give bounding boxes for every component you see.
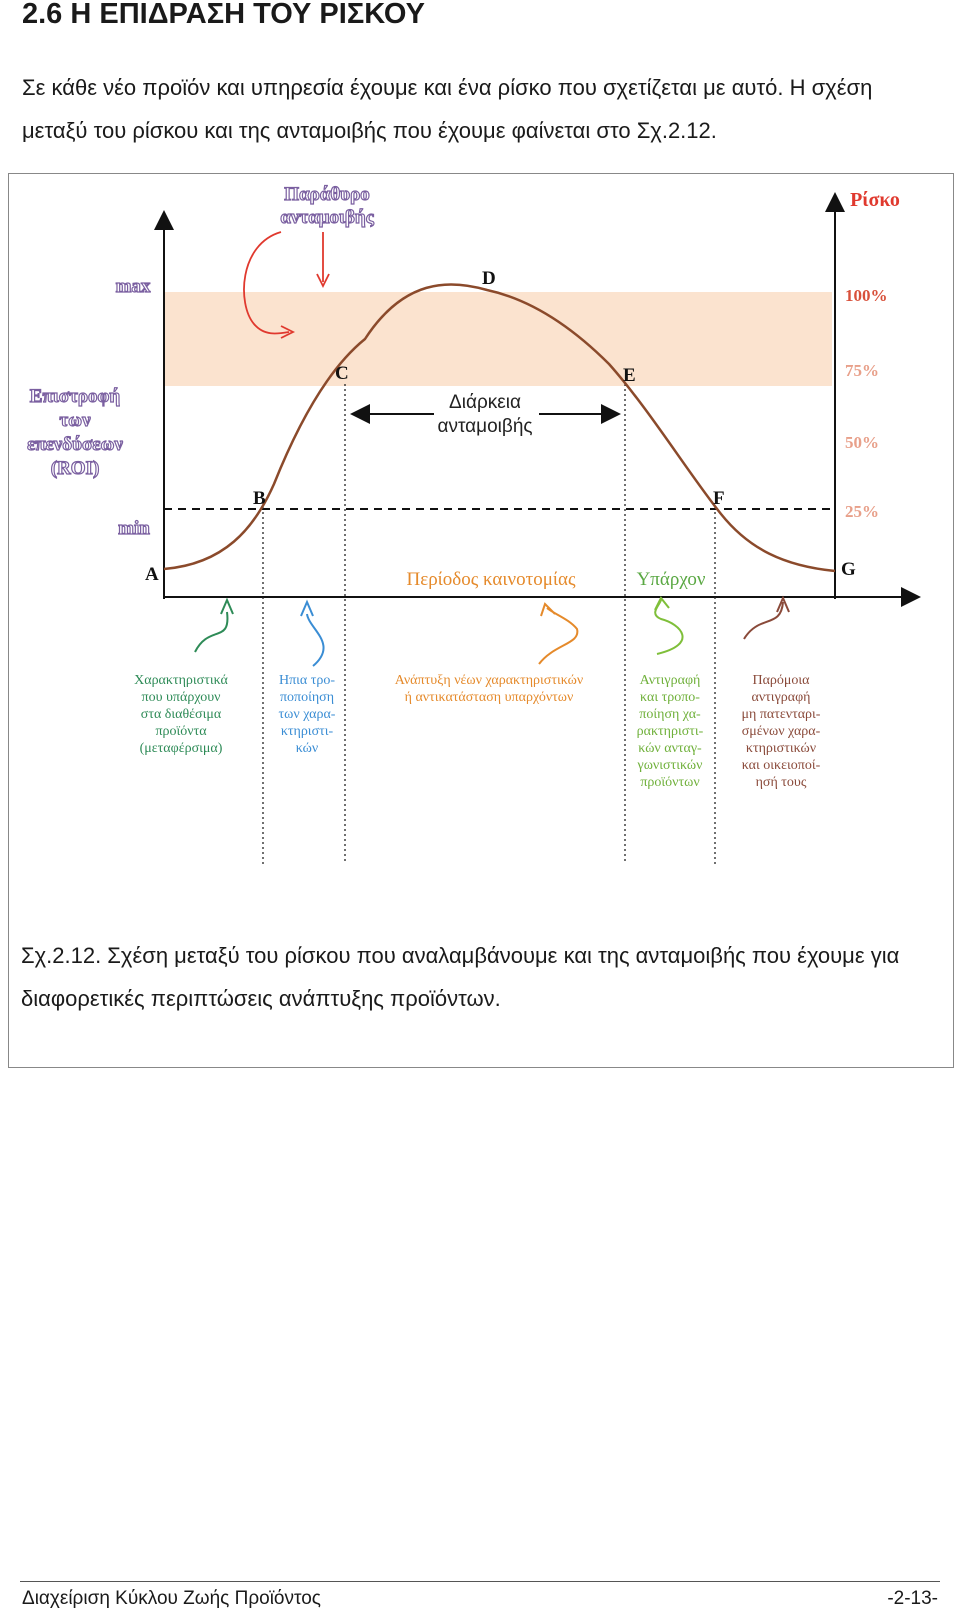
svg-text:ησή τους: ησή τους xyxy=(756,775,807,790)
reward-curve xyxy=(163,283,836,573)
svg-text:στα διαθέσιμα: στα διαθέσιμα xyxy=(141,707,222,722)
svg-text:των: των xyxy=(59,410,91,431)
svg-text:Ανάπτυξη νέων χαρακτηριστικών: Ανάπτυξη νέων χαρακτηριστικών xyxy=(395,673,583,688)
svg-text:γωνιστικών: γωνιστικών xyxy=(637,758,703,773)
point-a: A xyxy=(145,564,159,585)
point-d: D xyxy=(482,268,496,289)
percent-25: 25% xyxy=(845,502,879,521)
svg-text:Παρόμοια: Παρόμοια xyxy=(752,673,810,688)
section-heading: 2.6 Η ΕΠΙΔΡΑΣΗ ΤΟΥ ΡΙΣΚΟΥ xyxy=(22,0,425,30)
svg-text:κών ανταγ-: κών ανταγ- xyxy=(638,741,702,756)
arrow-icon-green xyxy=(194,597,234,653)
svg-text:(ROI): (ROI) xyxy=(51,458,100,479)
roi-label: Επιστροφή των επενδύσεων (ROI) xyxy=(27,385,124,479)
svg-text:και οικειοποί-: και οικειοποί- xyxy=(742,758,821,773)
window-label-1: Παράθυρο xyxy=(284,184,370,205)
svg-text:κών: κών xyxy=(296,741,318,756)
point-g: G xyxy=(841,559,856,580)
svg-text:που υπάρχουν: που υπάρχουν xyxy=(142,690,221,705)
desc-new-features: Ανάπτυξη νέων χαρακτηριστικών ή αντικατά… xyxy=(395,673,583,705)
point-b: B xyxy=(253,488,266,509)
point-labels: A B C D E F G xyxy=(145,268,856,585)
desc-mild-modification: Ηπια τρο- ποποίηση των χαρα- κτηριστι- κ… xyxy=(279,673,336,756)
phase-dividers xyxy=(262,384,716,864)
risk-label: Ρίσκο xyxy=(850,189,900,211)
svg-text:Αντιγραφή: Αντιγραφή xyxy=(640,673,701,688)
svg-text:αντιγραφή: αντιγραφή xyxy=(752,690,811,705)
point-f: F xyxy=(713,488,725,509)
existing-label: Υπάρχον xyxy=(637,569,706,590)
svg-text:Ηπια τρο-: Ηπια τρο- xyxy=(279,673,335,688)
svg-text:ποποίηση: ποποίηση xyxy=(280,690,334,705)
window-straight-arrowhead xyxy=(316,273,330,289)
window-label-2: ανταμοιβής xyxy=(280,207,374,228)
window-arrowhead xyxy=(280,325,296,339)
svg-text:κτηριστι-: κτηριστι- xyxy=(281,724,334,739)
desc-copy-modify: Αντιγραφή και τροπο- ποίηση χα- ρακτηρισ… xyxy=(637,673,704,790)
max-label: max xyxy=(116,276,151,297)
svg-text:ρακτηριστι-: ρακτηριστι- xyxy=(637,724,704,739)
svg-text:σμένων χαρα-: σμένων χαρα- xyxy=(742,724,821,739)
svg-text:προϊόντων: προϊόντων xyxy=(640,775,699,790)
figure-box: Παράθυρο ανταμοιβής Ρίσκο max min Επιστρ… xyxy=(8,173,954,1068)
svg-text:και τροπο-: και τροπο- xyxy=(640,690,700,705)
percent-100: 100% xyxy=(845,286,888,305)
percent-labels: 100% 75% 50% 25% xyxy=(845,286,888,521)
svg-text:ποίηση χα-: ποίηση χα- xyxy=(639,707,701,722)
footer-title: Διαχείριση Κύκλου Ζωής Προϊόντος xyxy=(22,1588,321,1609)
innovation-period-label: Περίοδος καινοτομίας xyxy=(407,569,576,590)
duration-label-1: Διάρκεια xyxy=(449,392,521,413)
window-curved-arrow xyxy=(243,231,290,335)
percent-75: 75% xyxy=(845,361,879,380)
svg-text:επενδύσεων: επενδύσεων xyxy=(27,434,123,455)
risk-reward-diagram: Παράθυρο ανταμοιβής Ρίσκο max min Επιστρ… xyxy=(27,183,921,864)
svg-text:(μεταφέρσιμα): (μεταφέρσιμα) xyxy=(140,741,223,756)
svg-text:Χαρακτηριστικά: Χαρακτηριστικά xyxy=(134,673,228,688)
svg-text:ή αντικατάσταση υπαρχόντων: ή αντικατάσταση υπαρχόντων xyxy=(405,690,574,705)
arrow-icon-blue xyxy=(300,599,325,667)
duration-label-2: ανταμοιβής xyxy=(437,416,532,437)
svg-text:Επιστροφή: Επιστροφή xyxy=(30,386,120,407)
svg-text:των χαρα-: των χαρα- xyxy=(279,707,336,722)
svg-text:κτηριστικών: κτηριστικών xyxy=(746,741,816,756)
footer-divider xyxy=(20,1581,940,1582)
svg-text:μη πατενταρι-: μη πατενταρι- xyxy=(742,707,821,722)
percent-50: 50% xyxy=(845,433,879,452)
point-c: C xyxy=(335,363,349,384)
svg-text:προϊόντα: προϊόντα xyxy=(155,724,207,739)
arrow-icon-orange xyxy=(538,602,579,665)
figure-caption: Σχ.2.12. Σχέση μεταξύ του ρίσκου που ανα… xyxy=(21,943,900,1011)
reward-band xyxy=(164,292,832,386)
intro-paragraph: Σε κάθε νέο προϊόν και υπηρεσία έχουμε κ… xyxy=(22,75,873,143)
desc-existing-features: Χαρακτηριστικά που υπάρχουν στα διαθέσιμ… xyxy=(134,673,228,756)
page-number: -2-13- xyxy=(887,1588,938,1609)
min-label: min xyxy=(118,518,150,539)
desc-similar-copy: Παρόμοια αντιγραφή μη πατενταρι- σμένων … xyxy=(742,673,821,790)
arrow-icon-lime xyxy=(654,596,684,655)
point-e: E xyxy=(623,365,636,386)
arrow-icon-brown xyxy=(743,595,790,640)
